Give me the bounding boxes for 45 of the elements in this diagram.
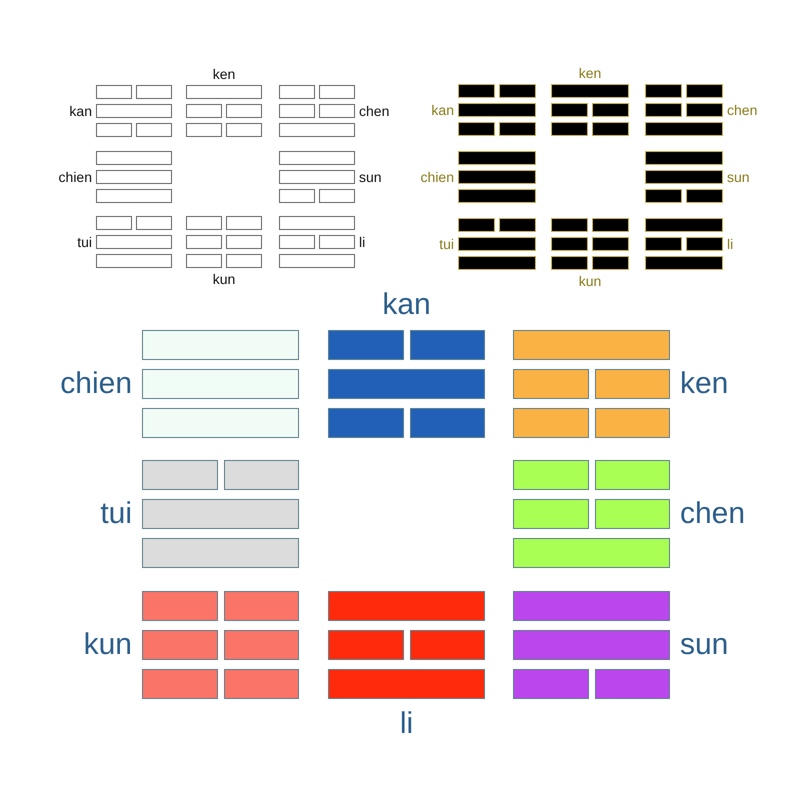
trigram bbox=[645, 151, 750, 203]
trigram bbox=[84, 591, 299, 699]
trigram-label: kan bbox=[69, 104, 92, 118]
trigram-label: chen bbox=[680, 499, 746, 529]
trigram bbox=[645, 84, 758, 136]
trigram bbox=[328, 290, 485, 438]
trigram bbox=[100, 460, 299, 568]
trigram-label: kan bbox=[382, 290, 431, 320]
trigram-label: chien bbox=[60, 369, 132, 399]
trigram bbox=[58, 151, 172, 203]
trigram-label: kun bbox=[578, 274, 602, 288]
trigram-label: sun bbox=[727, 170, 750, 184]
trigram-label: kan bbox=[431, 103, 454, 117]
trigram bbox=[279, 151, 382, 203]
trigram-label: sun bbox=[359, 170, 382, 184]
trigram bbox=[420, 151, 536, 203]
trigram bbox=[186, 216, 262, 286]
trigram-label: ken bbox=[578, 66, 602, 80]
trigram-label: li bbox=[400, 709, 414, 739]
trigram-label: chen bbox=[727, 103, 758, 117]
trigram-label: ken bbox=[212, 67, 236, 81]
trigram bbox=[431, 84, 536, 136]
trigram bbox=[551, 218, 629, 288]
trigram-label: chien bbox=[420, 170, 454, 184]
trigram bbox=[69, 85, 172, 137]
trigram-label: chien bbox=[58, 170, 92, 184]
trigram-label: li bbox=[359, 235, 366, 249]
trigram bbox=[60, 330, 299, 438]
trigram bbox=[279, 85, 390, 137]
trigram bbox=[439, 218, 536, 270]
trigram bbox=[513, 460, 746, 568]
trigram-label: tui bbox=[100, 499, 132, 529]
trigram-label: tui bbox=[77, 235, 92, 249]
trigram-label: kun bbox=[84, 630, 132, 660]
trigram-label: ken bbox=[680, 369, 728, 399]
trigram bbox=[77, 216, 172, 268]
trigram bbox=[551, 66, 629, 136]
trigram bbox=[513, 330, 728, 438]
trigram-label: kun bbox=[212, 272, 236, 286]
trigram-label: li bbox=[727, 237, 734, 251]
trigram bbox=[186, 67, 262, 137]
trigram-label: chen bbox=[359, 104, 390, 118]
trigram-label: tui bbox=[439, 237, 454, 251]
trigram-label: sun bbox=[680, 630, 728, 660]
trigram bbox=[513, 591, 728, 699]
